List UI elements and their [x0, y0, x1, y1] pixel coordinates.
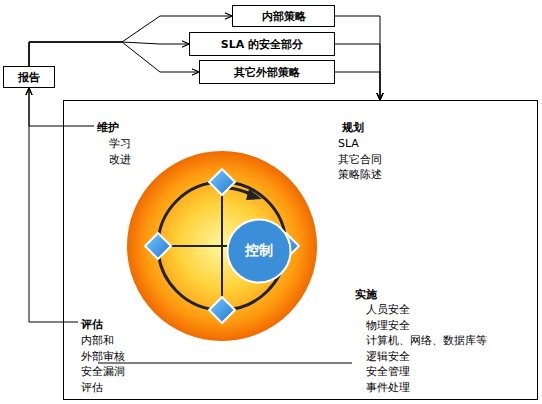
policy-box: 内部策略	[232, 5, 335, 27]
phase-items: 学习 改进	[109, 136, 279, 167]
stage-diamond	[209, 297, 235, 323]
process-frame: 维护学习 改进 规划SLA 其它合同 策略陈述实施人员安全 物理安全 计算机、网络…	[63, 100, 538, 400]
node-label: SLA 的安全部分	[221, 37, 303, 52]
control-circle: 控制	[226, 218, 292, 284]
orange-disc	[127, 151, 317, 341]
phase-items: 内部和 外部审核 安全漏洞 评估	[81, 333, 251, 395]
leader-line	[63, 322, 78, 323]
phase-heading: 维护	[97, 120, 119, 135]
flow-arrow	[29, 42, 189, 66]
node-label: 报告	[18, 70, 40, 85]
node-label: 其它外部策略	[234, 65, 300, 80]
phase-heading: 实施	[355, 287, 377, 302]
flow-arrow	[29, 88, 63, 322]
cycle-arrowhead	[246, 189, 262, 200]
node-label: 内部策略	[262, 9, 306, 24]
report-box: 报告	[3, 66, 55, 88]
phase-items: 人员安全 物理安全 计算机、网络、数据库等 逻辑安全 安全管理 事件处理	[366, 302, 536, 395]
flow-arrow	[335, 16, 380, 100]
phase-items: SLA 其它合同 策略陈述	[338, 136, 508, 183]
leader-line	[98, 363, 352, 364]
policy-box: 其它外部策略	[199, 60, 335, 84]
flow-arrow	[29, 88, 63, 126]
stage-diamond	[145, 233, 171, 259]
circle-fill	[228, 220, 291, 283]
flow-arrow	[335, 72, 380, 100]
cross-line	[221, 182, 223, 310]
node-label: 控制	[245, 242, 273, 260]
stage-diamond	[209, 169, 235, 195]
policy-box: SLA 的安全部分	[189, 32, 335, 56]
flow-arrow	[335, 44, 380, 100]
leader-line	[63, 126, 94, 127]
phase-heading: 评估	[81, 317, 103, 332]
phase-heading: 规划	[342, 120, 364, 135]
cycle-ring	[158, 182, 286, 310]
